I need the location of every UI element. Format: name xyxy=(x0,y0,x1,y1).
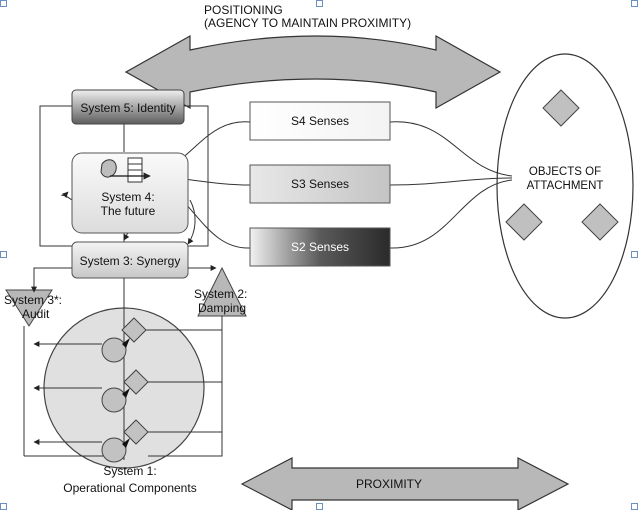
object-diamond-right xyxy=(581,203,619,241)
selection-handle-bottom-right[interactable] xyxy=(631,503,638,510)
selection-handle-bottom-left[interactable] xyxy=(0,503,7,510)
system4-icon xyxy=(100,157,151,183)
proximity-arrow xyxy=(240,457,570,510)
system2-label-line2: Damping xyxy=(198,301,246,315)
system3star-triangle xyxy=(5,289,53,327)
s4-senses-box xyxy=(249,101,391,141)
system4-label-line2: The future xyxy=(101,204,156,218)
selection-handle-mid-right[interactable] xyxy=(631,251,638,258)
selection-handle-mid-left[interactable] xyxy=(0,251,7,258)
operation-unit-2 xyxy=(101,369,149,413)
operation-unit-1 xyxy=(101,317,147,363)
system3-label: System 3: Synergy xyxy=(80,254,181,268)
s2-senses-label: S2 Senses xyxy=(291,240,349,254)
positioning-subtitle: (AGENCY TO MAINTAIN PROXIMITY) xyxy=(204,16,411,30)
system1-label-line1: System 1: xyxy=(103,464,156,478)
system3-box xyxy=(71,241,189,279)
system5-box xyxy=(71,89,185,125)
operation-unit-3 xyxy=(101,419,149,463)
positioning-title: POSITIONING xyxy=(204,3,283,17)
system5-label: System 5: Identity xyxy=(80,101,175,115)
selection-handle-top-mid[interactable] xyxy=(316,0,323,7)
s3-senses-label: S3 Senses xyxy=(291,177,349,191)
selection-handle-top-left[interactable] xyxy=(0,0,7,7)
selection-handle-bottom-mid[interactable] xyxy=(316,503,323,510)
audit-lines xyxy=(23,326,110,457)
damping-lines xyxy=(146,316,223,457)
object-diamond-top xyxy=(542,89,580,127)
objects-of-attachment-ellipse xyxy=(496,53,634,319)
selection-handle-top-right[interactable] xyxy=(631,0,638,7)
s3-senses-box xyxy=(249,164,391,204)
system4-label-line1: System 4: xyxy=(101,190,154,204)
proximity-label: PROXIMITY xyxy=(356,477,422,491)
positioning-arrow xyxy=(124,34,502,110)
system2-label-line1: System 2: xyxy=(194,287,247,301)
objects-label-line2: ATTACHMENT xyxy=(527,180,604,192)
system3star-label-line1: System 3*: xyxy=(4,293,62,307)
object-diamond-left xyxy=(505,203,543,241)
system3-connectors xyxy=(31,265,217,293)
s2-senses-box xyxy=(249,227,391,267)
objects-label-line1: OBJECTS OF xyxy=(529,166,601,178)
s4-senses-label: S4 Senses xyxy=(291,114,349,128)
system3star-label-line2: Audit xyxy=(22,307,50,321)
system1-label-line2: Operational Components xyxy=(63,481,196,495)
